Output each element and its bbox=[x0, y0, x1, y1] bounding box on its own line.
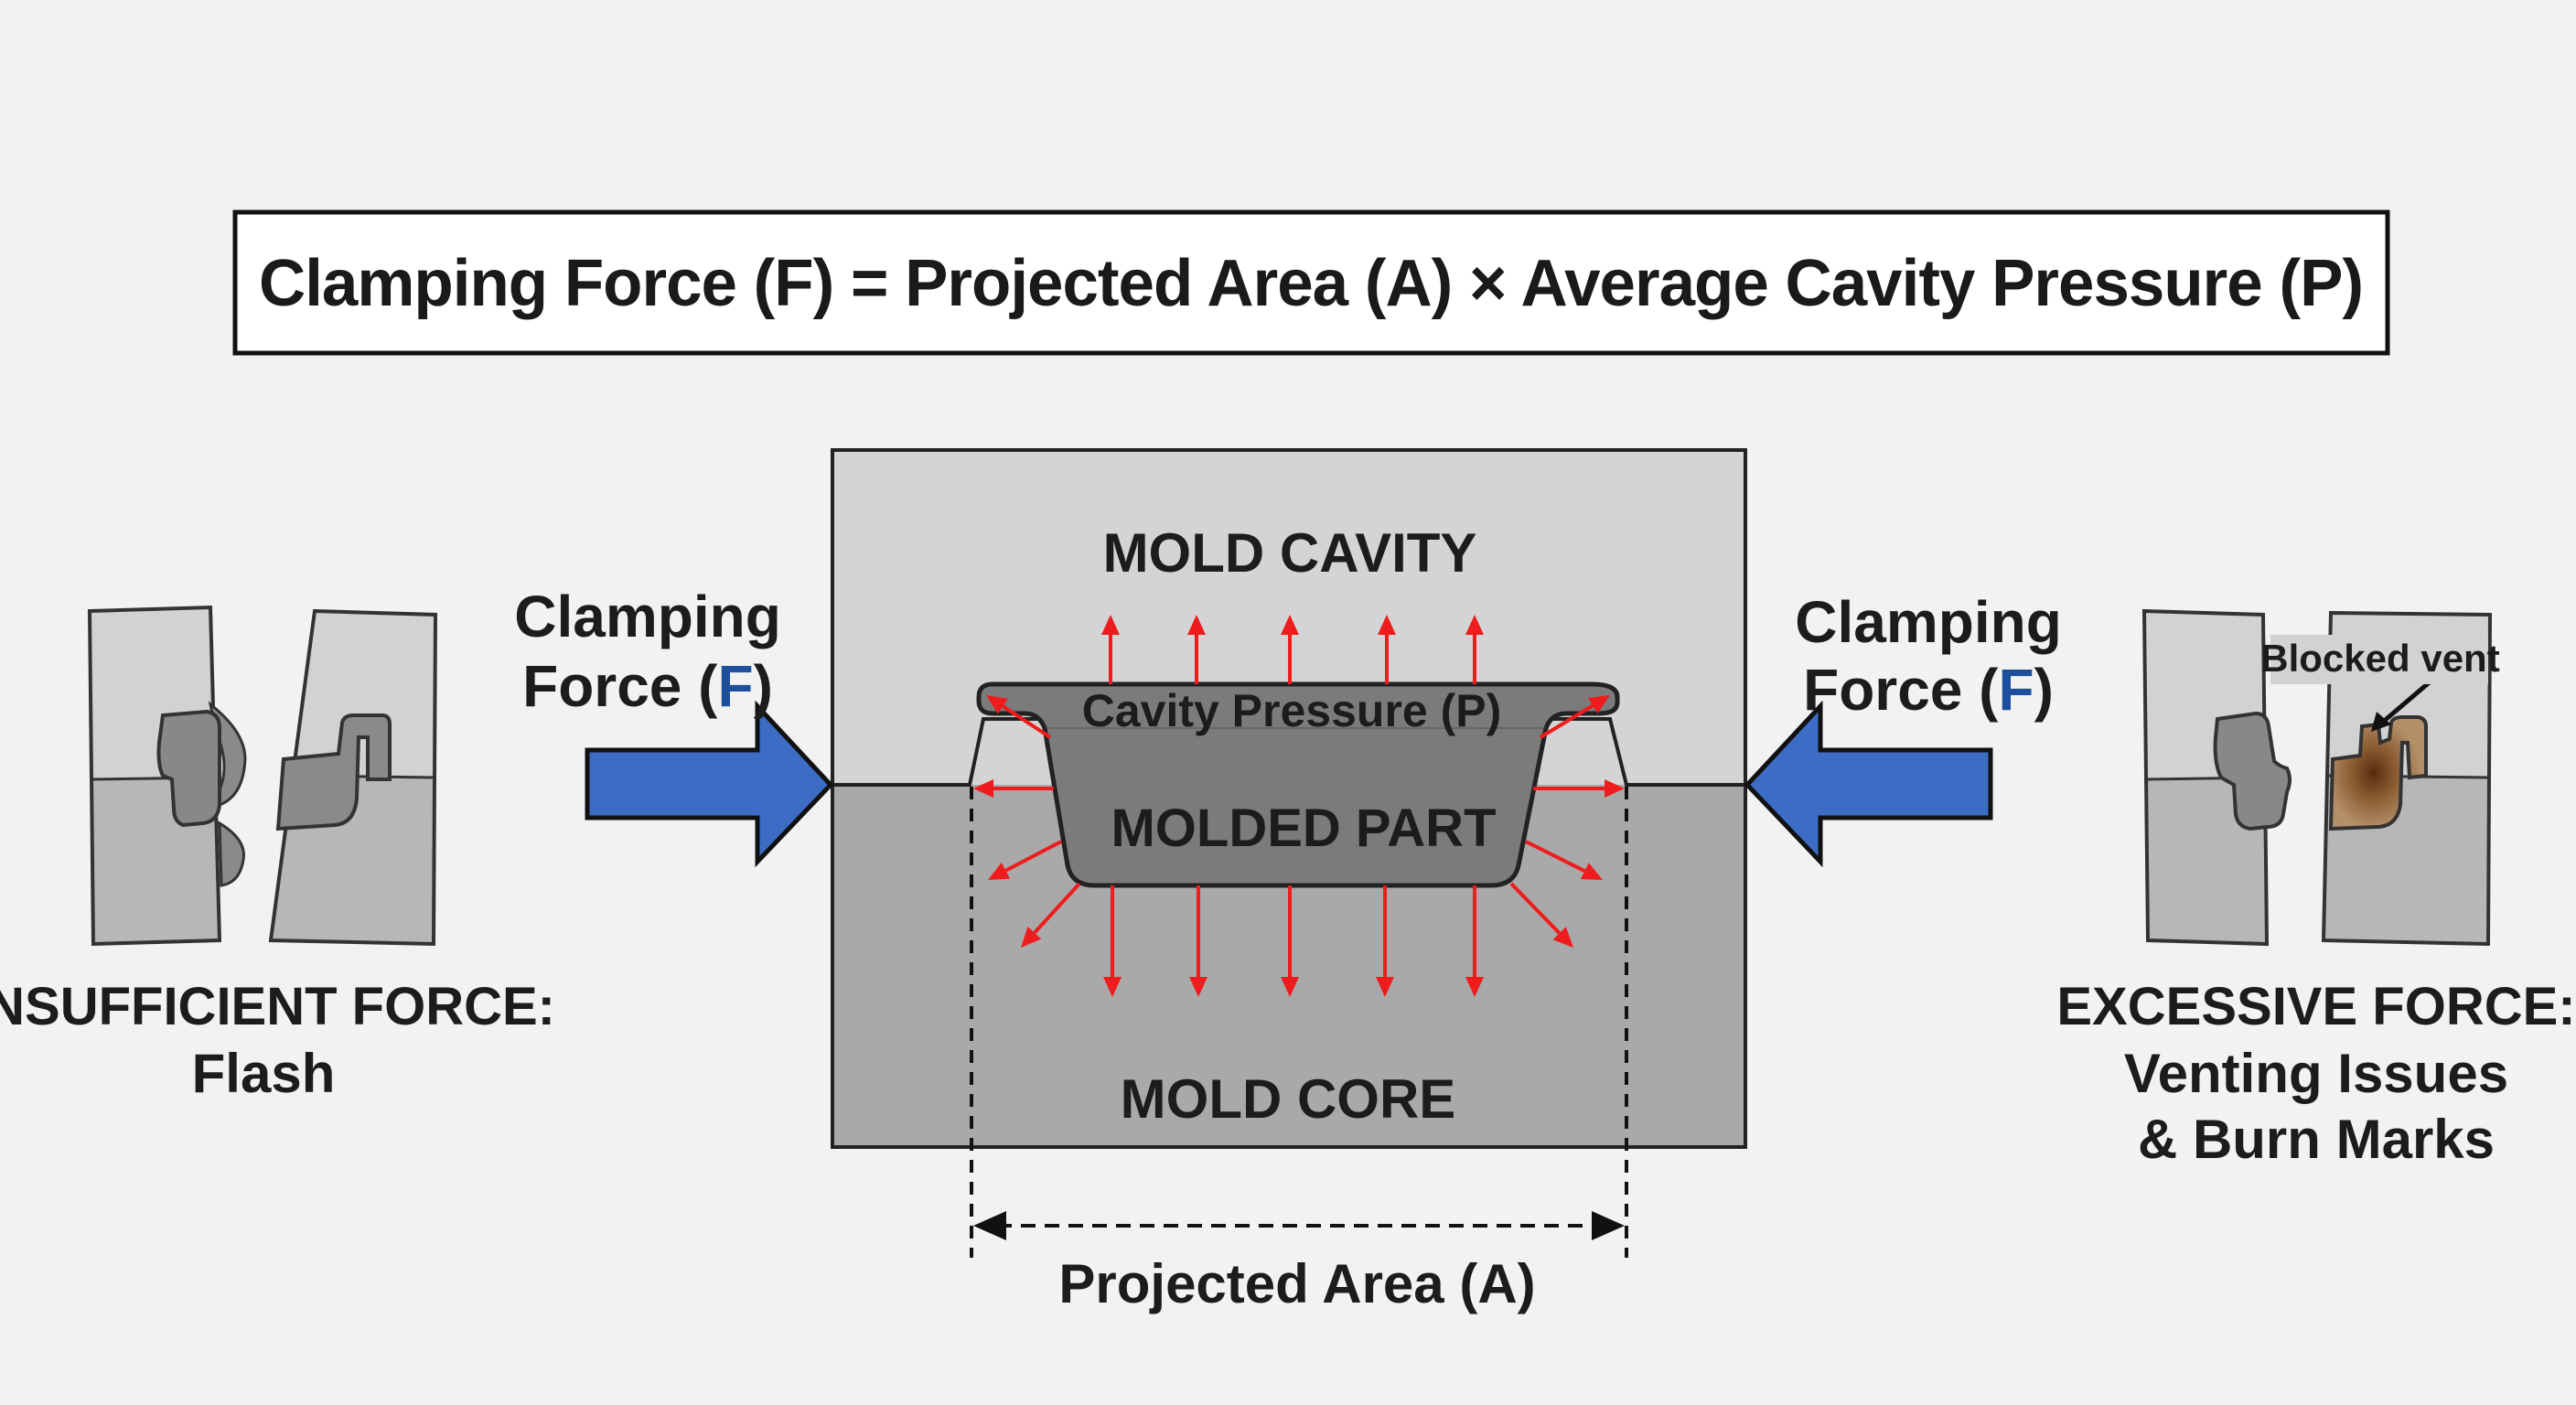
flash-plastic-blob bbox=[156, 709, 221, 828]
blocked-vent-label-bg bbox=[2270, 635, 2488, 684]
pressure-arrowhead bbox=[973, 779, 993, 798]
pressure-arrow-shaft bbox=[1004, 840, 1062, 873]
projected-area-label: Projected Area (A) bbox=[1058, 1253, 1535, 1314]
flash-right-outline bbox=[268, 608, 438, 947]
pressure-arrow-shaft bbox=[1002, 704, 1052, 739]
pressure-arrowhead bbox=[1103, 977, 1122, 997]
clamp-arrow-left: Clamping Force (F) bbox=[514, 584, 834, 868]
excessive-force-line2: Venting Issues bbox=[2124, 1043, 2508, 1104]
clamp-left-f-letter: F bbox=[717, 653, 753, 719]
projected-area-right-arrowhead bbox=[1592, 1211, 1625, 1240]
pressure-arrowhead bbox=[1189, 977, 1208, 997]
mold-cavity-label: MOLD CAVITY bbox=[1103, 522, 1477, 584]
insufficient-force-line1: INSUFFICIENT FORCE: bbox=[0, 977, 555, 1036]
pressure-arrow-shaft bbox=[1509, 882, 1562, 935]
pressure-arrowhead bbox=[1281, 977, 1299, 997]
pressure-arrowhead bbox=[1101, 615, 1120, 635]
clamp-left-line1: Clamping bbox=[514, 584, 781, 649]
formula-box: Clamping Force (F) = Projected Area (A) … bbox=[232, 209, 2390, 356]
clamp-arrow-left-shape bbox=[585, 700, 834, 868]
mold-core-label: MOLD CORE bbox=[1121, 1068, 1456, 1130]
clamp-arrow-right: Clamping Force (F) bbox=[1744, 589, 2062, 868]
clamp-right-prefix: Force ( bbox=[1803, 657, 1999, 723]
flash-left-outline bbox=[87, 605, 222, 947]
burn-plastic-blob bbox=[2213, 711, 2292, 831]
formula-text: Clamping Force (F) = Projected Area (A) … bbox=[259, 247, 2363, 320]
projected-area-left-arrowhead bbox=[973, 1211, 1006, 1240]
pressure-arrowhead bbox=[1580, 863, 1603, 880]
mold-outline bbox=[831, 448, 1747, 1149]
pressure-arrowhead bbox=[1187, 615, 1206, 635]
flash-right-upper-half bbox=[293, 611, 435, 778]
clamp-right-f-letter: F bbox=[1998, 657, 2034, 723]
insufficient-force-line2: Flash bbox=[192, 1043, 336, 1104]
molded-part-label: MOLDED PART bbox=[1111, 799, 1496, 858]
pressure-arrowhead bbox=[1552, 927, 1573, 948]
burn-mark-cavity bbox=[2328, 715, 2428, 831]
excessive-force-illustration: Blocked vent EXCESSIVE FORCE: Venting Is… bbox=[2056, 608, 2576, 1170]
clamp-left-prefix: Force ( bbox=[522, 653, 718, 719]
clamp-left-suffix: ) bbox=[754, 653, 773, 719]
clamp-right-suffix: ) bbox=[2034, 657, 2054, 723]
insufficient-force-illustration: INSUFFICIENT FORCE: Flash bbox=[0, 605, 555, 1104]
blocked-vent-label: Blocked vent bbox=[2260, 637, 2499, 680]
molded-part bbox=[976, 681, 1620, 888]
pressure-arrowhead bbox=[1378, 615, 1396, 635]
cavity-pressure-arrows bbox=[973, 615, 1625, 997]
clamp-right-line1: Clamping bbox=[1795, 589, 2062, 655]
blocked-vent-arrowhead bbox=[2371, 712, 2391, 732]
pressure-arrowhead bbox=[1465, 615, 1484, 635]
clamp-arrow-right-shape bbox=[1744, 700, 1993, 868]
clamp-right-line2: Force (F) bbox=[1803, 657, 2054, 723]
pressure-arrowhead bbox=[1588, 695, 1610, 713]
mold-assembly: MOLD CAVITY Cavity Pressure (P) MOLDED P… bbox=[831, 448, 1747, 1149]
excessive-force-line1: EXCESSIVE FORCE: bbox=[2056, 977, 2575, 1036]
burn-right-outline bbox=[2321, 610, 2493, 947]
flash-squeeze-lower bbox=[218, 820, 245, 887]
pressure-arrowhead bbox=[986, 695, 1008, 714]
pressure-arrow-shaft bbox=[1033, 882, 1081, 935]
pressure-arrowhead bbox=[1021, 927, 1042, 948]
blocked-vent-arrow-line bbox=[2380, 679, 2433, 724]
cavity-pressure-label: Cavity Pressure (P) bbox=[1082, 685, 1502, 736]
pressure-arrowhead bbox=[1605, 779, 1625, 798]
flash-right-cavity bbox=[275, 713, 392, 831]
pressure-arrowhead bbox=[1376, 977, 1394, 997]
pressure-arrow-shaft bbox=[1539, 703, 1594, 739]
projected-area-dimension: Projected Area (A) bbox=[970, 787, 1628, 1314]
formula-frame bbox=[232, 209, 2390, 356]
pressure-arrow-shaft bbox=[1525, 840, 1586, 873]
clamp-left-line2: Force (F) bbox=[522, 653, 773, 719]
burn-left-outline bbox=[2141, 608, 2270, 947]
excessive-force-line3: & Burn Marks bbox=[2138, 1109, 2495, 1170]
pressure-arrowhead bbox=[1465, 977, 1484, 997]
pressure-arrowhead bbox=[1281, 615, 1299, 635]
pressure-arrowhead bbox=[988, 862, 1011, 880]
